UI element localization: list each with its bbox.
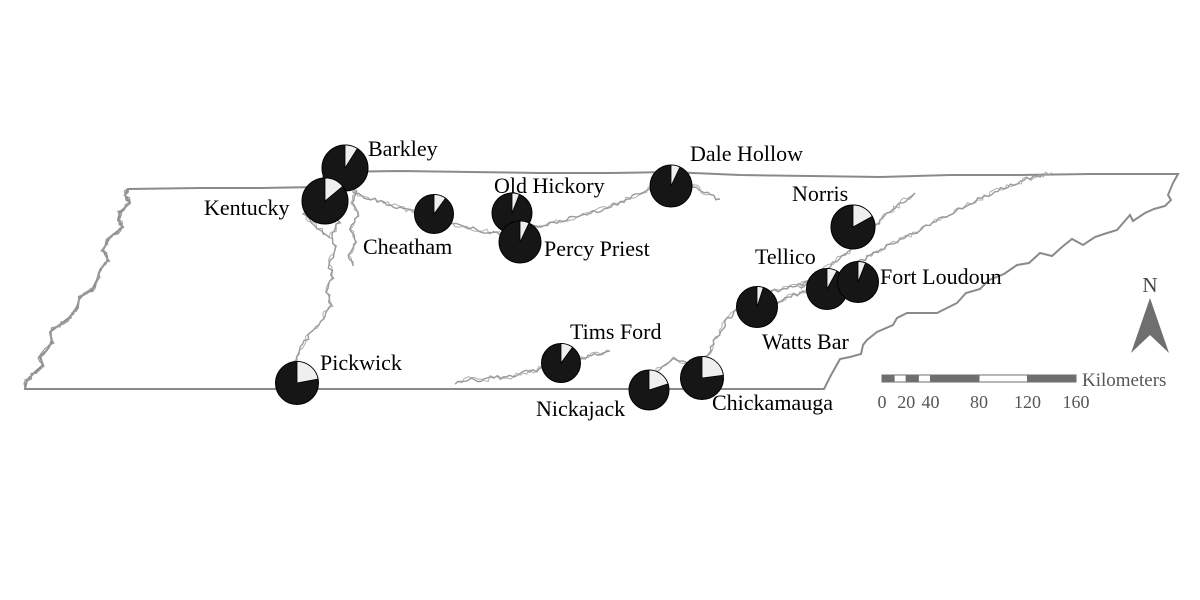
reservoir-label-barkley: Barkley xyxy=(368,136,438,161)
scale-bar-segment xyxy=(917,374,931,383)
reservoir-label-watts-bar: Watts Bar xyxy=(762,329,849,354)
pie-nickajack xyxy=(628,369,670,411)
reservoir-label-tellico: Tellico xyxy=(755,244,816,269)
scale-bar-segment xyxy=(930,374,980,383)
scale-tick-label: 40 xyxy=(922,392,940,412)
pie-chickamauga xyxy=(680,356,724,400)
pie-tellico xyxy=(806,268,848,310)
pie-tims-ford xyxy=(541,343,581,383)
river-line xyxy=(348,189,360,267)
pie-light-slice xyxy=(701,356,724,379)
river-line xyxy=(347,189,359,267)
pie-dale-hollow xyxy=(649,164,693,208)
state-outline xyxy=(23,169,1180,390)
pie-cheatham xyxy=(414,194,454,234)
pie-fort-loudoun xyxy=(837,261,879,303)
mississippi-river-braid xyxy=(23,189,132,389)
pie-light-slice xyxy=(324,177,344,202)
scale-bar-segment xyxy=(893,374,907,383)
river-line xyxy=(302,213,331,239)
north-arrow: N xyxy=(1131,273,1169,353)
pie-light-slice xyxy=(519,220,530,243)
scale-tick-label: 120 xyxy=(1014,392,1041,412)
tennessee-border xyxy=(23,169,1180,390)
scale-unit-label: Kilometers xyxy=(1082,370,1166,391)
river-line xyxy=(687,184,721,201)
reservoir-label-old-hickory: Old Hickory xyxy=(494,173,605,198)
mississippi-river-braid xyxy=(24,188,131,389)
north-label: N xyxy=(1142,273,1157,297)
pie-pickwick xyxy=(275,361,319,405)
reservoir-label-cheatham: Cheatham xyxy=(363,234,452,259)
reservoir-label-tims-ford: Tims Ford xyxy=(570,319,662,344)
scale-tick-label: 80 xyxy=(970,392,988,412)
pie-light-slice xyxy=(826,268,838,290)
pie-percy-priest xyxy=(498,220,542,264)
pie-kentucky xyxy=(301,177,349,225)
scale-bar-segment xyxy=(881,374,895,383)
scale-tick-label: 0 xyxy=(878,392,887,412)
scale-bar-segment xyxy=(978,374,1028,383)
river-line xyxy=(454,349,611,385)
reservoir-label-nickajack: Nickajack xyxy=(536,396,625,421)
river-line xyxy=(843,171,1053,270)
reservoir-label-percy-priest: Percy Priest xyxy=(544,236,650,261)
pie-watts-bar xyxy=(736,286,778,328)
pie-light-slice xyxy=(852,204,873,228)
river-line xyxy=(303,212,331,239)
scale-bar-segment xyxy=(905,374,919,383)
reservoir-label-chickamauga: Chickamauga xyxy=(712,390,833,415)
reservoir-label-dale-hollow: Dale Hollow xyxy=(690,141,803,166)
reservoir-label-fort-loudoun: Fort Loudoun xyxy=(880,264,1002,289)
pie-light-slice xyxy=(648,369,669,391)
river-line xyxy=(844,172,1053,270)
reservoir-pies xyxy=(275,144,879,411)
pie-norris xyxy=(830,204,876,250)
pie-light-slice xyxy=(756,286,764,308)
pie-light-slice xyxy=(433,194,447,216)
pie-light-slice xyxy=(670,164,681,187)
north-arrow-glyph xyxy=(1131,298,1169,353)
pie-light-slice xyxy=(560,343,574,365)
pie-light-slice xyxy=(857,261,867,283)
reservoir-label-pickwick: Pickwick xyxy=(320,350,402,375)
pie-light-slice xyxy=(511,192,520,214)
scale-bar-segment xyxy=(1027,374,1077,383)
pie-light-slice xyxy=(296,361,319,384)
scale-tick-label: 160 xyxy=(1063,392,1090,412)
pie-light-slice xyxy=(344,144,358,170)
river-line xyxy=(454,350,611,385)
reservoir-label-norris: Norris xyxy=(792,181,848,206)
reservoir-label-kentucky: Kentucky xyxy=(204,195,290,220)
scale-tick-label: 20 xyxy=(897,392,915,412)
